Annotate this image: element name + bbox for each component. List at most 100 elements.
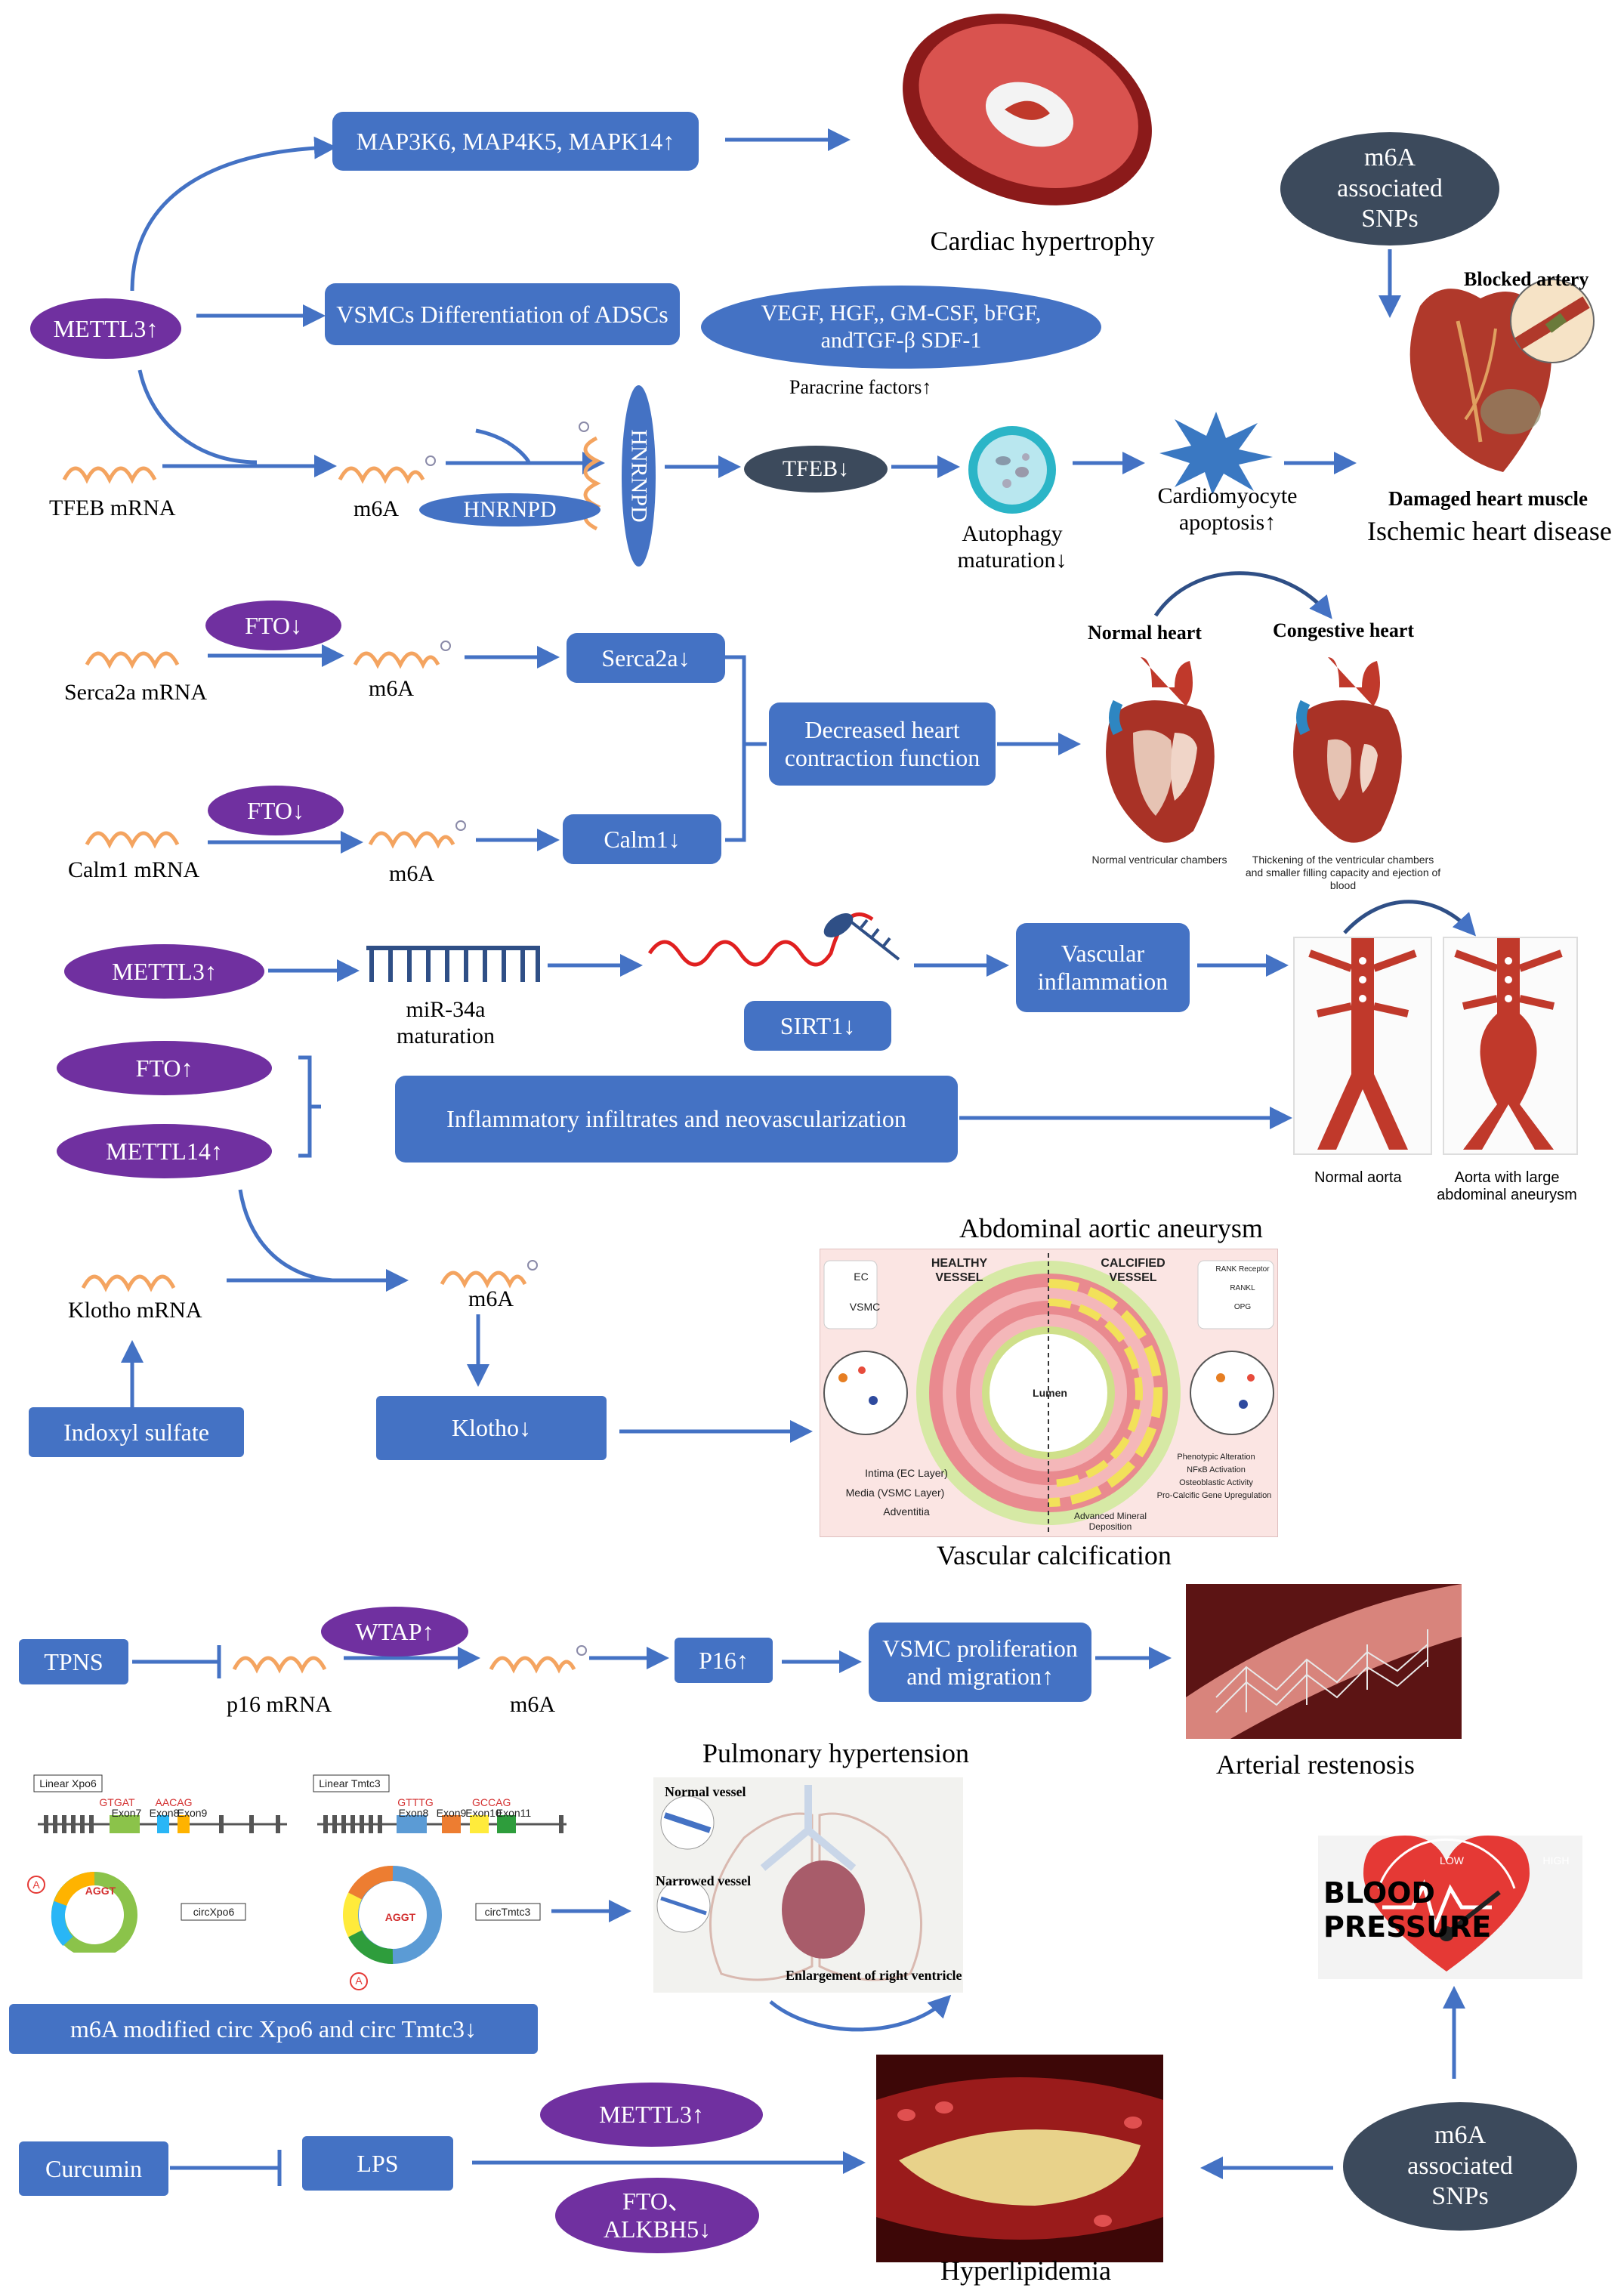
p16-box: P16↑ xyxy=(675,1638,773,1683)
vsmc-label: VSMC xyxy=(849,1301,881,1313)
calm-box: Calm1↓ xyxy=(563,814,721,864)
linear-xpo6-label: Linear Xpo6 xyxy=(39,1777,97,1789)
vascular-calcification-panel xyxy=(820,1249,1278,1537)
aneurysm-aorta-image xyxy=(1443,937,1578,1155)
exon8b-label: Exon8 xyxy=(398,1807,429,1819)
aacag-label: AACAG xyxy=(155,1796,193,1808)
congestive-heart-image xyxy=(1275,650,1419,850)
curcumin-box: Curcumin xyxy=(19,2141,168,2196)
m6a-circ-box: m6A modified circ Xpo6 and circ Tmtc3↓ xyxy=(9,2004,538,2054)
mettl3-oval-top: METTL3↑ xyxy=(30,298,181,359)
stent-artery-image xyxy=(1186,1584,1462,1765)
a-marker-2: A xyxy=(355,1975,363,1987)
ischemic-heart-image xyxy=(1375,261,1601,491)
growth-factors-oval: VEGF, HGF,, GM-CSF, bFGF, andTGF-β SDF-1 xyxy=(701,286,1101,369)
lumen-label: Lumen xyxy=(1033,1387,1067,1399)
hypertrophic-heart-image xyxy=(891,4,1163,215)
nfkb-label: NFκB Activation xyxy=(1187,1465,1246,1474)
calcified-vessel-label: CALCIFIED VESSEL xyxy=(1101,1257,1166,1285)
mir-34a-icon xyxy=(366,946,540,982)
normal-heart-label: Normal heart xyxy=(1088,622,1202,644)
exon10-label: Exon10 xyxy=(465,1807,502,1819)
apoptosis-burst-icon xyxy=(1159,412,1273,495)
serca-mrna-label: Serca2a mRNA xyxy=(64,680,208,705)
mettl14-oval: METTL14↑ xyxy=(57,1124,272,1178)
damaged-muscle-label: Damaged heart muscle xyxy=(1388,487,1588,510)
m6a-label-5: m6A xyxy=(510,1692,555,1717)
exon9b-label: Exon9 xyxy=(436,1807,467,1819)
exon8-label: Exon8 xyxy=(149,1807,180,1819)
narrowed-vessel-label: Narrowed vessel xyxy=(656,1873,752,1888)
circxpo6-label: circXpo6 xyxy=(193,1906,235,1918)
gtgat-label: GTGAT xyxy=(99,1796,135,1808)
blood-pressure-image xyxy=(1318,1836,1582,1979)
pulmonary-hypertension-label: Pulmonary hypertension xyxy=(702,1738,969,1768)
normal-chambers-caption: Normal ventricular chambers xyxy=(1091,854,1227,866)
hnrnpd-vertical-oval: HNRNPD xyxy=(622,385,656,567)
aggt-label-2: AGGT xyxy=(384,1911,416,1923)
hyperlipidemia-label: Hyperlipidemia xyxy=(940,2256,1111,2286)
ischemic-heart-disease-label: Ischemic heart disease xyxy=(1367,516,1612,546)
procalcific-label: Pro-Calcific Gene Upregulation xyxy=(1156,1491,1272,1500)
advanced-mineral-label: Advanced Mineral Deposition xyxy=(1073,1511,1147,1533)
m6a-label-1: m6A xyxy=(354,496,399,521)
normal-aorta-label: Normal aorta xyxy=(1314,1169,1402,1186)
xpo6-diagram xyxy=(23,1771,302,1958)
circtmtc3-label: circTmtc3 xyxy=(484,1906,531,1918)
serca-rna-icon xyxy=(85,651,180,669)
mettl3-oval-bottom: METTL3↑ xyxy=(540,2083,763,2147)
congestive-caption: Thickening of the ventricular chambers a… xyxy=(1245,854,1441,891)
decreased-contraction-box: Decreased heart contraction function xyxy=(769,702,996,786)
blocked-artery-label: Blocked artery xyxy=(1464,268,1589,290)
mir-34a-label: miR-34a maturation xyxy=(397,997,495,1048)
snp-oval-bottom: m6A associated SNPs xyxy=(1343,2102,1577,2231)
indoxyl-box: Indoxyl sulfate xyxy=(29,1407,244,1457)
snp-oval-top: m6A associated SNPs xyxy=(1280,132,1499,245)
exon7-label: Exon7 xyxy=(111,1807,142,1819)
osteoblastic-label: Osteoblastic Activity xyxy=(1179,1478,1253,1487)
exon9-label: Exon9 xyxy=(177,1807,208,1819)
restenosis-label: Arterial restenosis xyxy=(1216,1749,1415,1780)
rankl-label: RANKL xyxy=(1230,1284,1255,1292)
klotho-mrna-label: Klotho mRNA xyxy=(68,1298,202,1323)
mrna-red-icon xyxy=(647,912,874,967)
intima-label: Intima (EC Layer) xyxy=(865,1467,948,1479)
lps-box: LPS xyxy=(302,2136,453,2191)
phenotypic-label: Phenotypic Alteration xyxy=(1177,1453,1255,1462)
calm-mrna-label: Calm1 mRNA xyxy=(68,857,200,882)
m6a-label-2: m6A xyxy=(369,676,414,701)
pressure-label: PRESSURE xyxy=(1323,1910,1492,1944)
high-label: HIGH xyxy=(1542,1854,1570,1867)
mettl3-oval-mid: METTL3↑ xyxy=(64,944,264,999)
lungs-image xyxy=(653,1777,963,1993)
opg-label: OPG xyxy=(1233,1303,1252,1311)
tfeb-mrna-label: TFEB mRNA xyxy=(49,496,176,520)
normal-heart-image xyxy=(1088,650,1231,850)
aaa-title: Abdominal aortic aneurysm xyxy=(959,1213,1263,1243)
hyperlipidemia-image xyxy=(876,2055,1163,2262)
map-kinases-box: MAP3K6, MAP4K5, MAPK14↑ xyxy=(332,112,699,171)
klotho-box: Klotho↓ xyxy=(376,1396,607,1460)
tpns-box: TPNS xyxy=(19,1639,128,1684)
enlargement-label: Enlargement of right ventricle xyxy=(786,1968,962,1983)
klotho-rna-icon xyxy=(81,1274,176,1292)
fto-oval-calm: FTO↓ xyxy=(208,786,344,835)
wtap-oval: WTAP↑ xyxy=(321,1607,468,1657)
exon11-label: Exon11 xyxy=(496,1807,532,1819)
normal-aorta-image xyxy=(1293,937,1432,1155)
autophagy-label: Autophagy maturation↓ xyxy=(957,521,1067,573)
fto-oval-serca: FTO↓ xyxy=(205,601,341,650)
fto-oval-aaa: FTO↑ xyxy=(57,1041,272,1095)
autophagosome-image xyxy=(965,423,1060,517)
vascular-inflammation-box: Vascular inflammation xyxy=(1016,923,1190,1012)
aneurysm-label: Aorta with large abdominal aneurysm xyxy=(1437,1169,1577,1203)
serca-box: Serca2a↓ xyxy=(567,633,725,683)
paracrine-label: Paracrine factors↑ xyxy=(789,376,932,398)
m6a-rna-icon-2 xyxy=(353,651,440,669)
normal-vessel-label: Normal vessel xyxy=(665,1784,746,1799)
m6a-rna-icon-3 xyxy=(368,831,455,849)
vascular-calcification-title: Vascular calcification xyxy=(937,1540,1172,1570)
hnrnpd-oval: HNRNPD xyxy=(419,493,601,526)
vsmc-proliferation-box: VSMC proliferation and migration↑ xyxy=(869,1623,1091,1702)
